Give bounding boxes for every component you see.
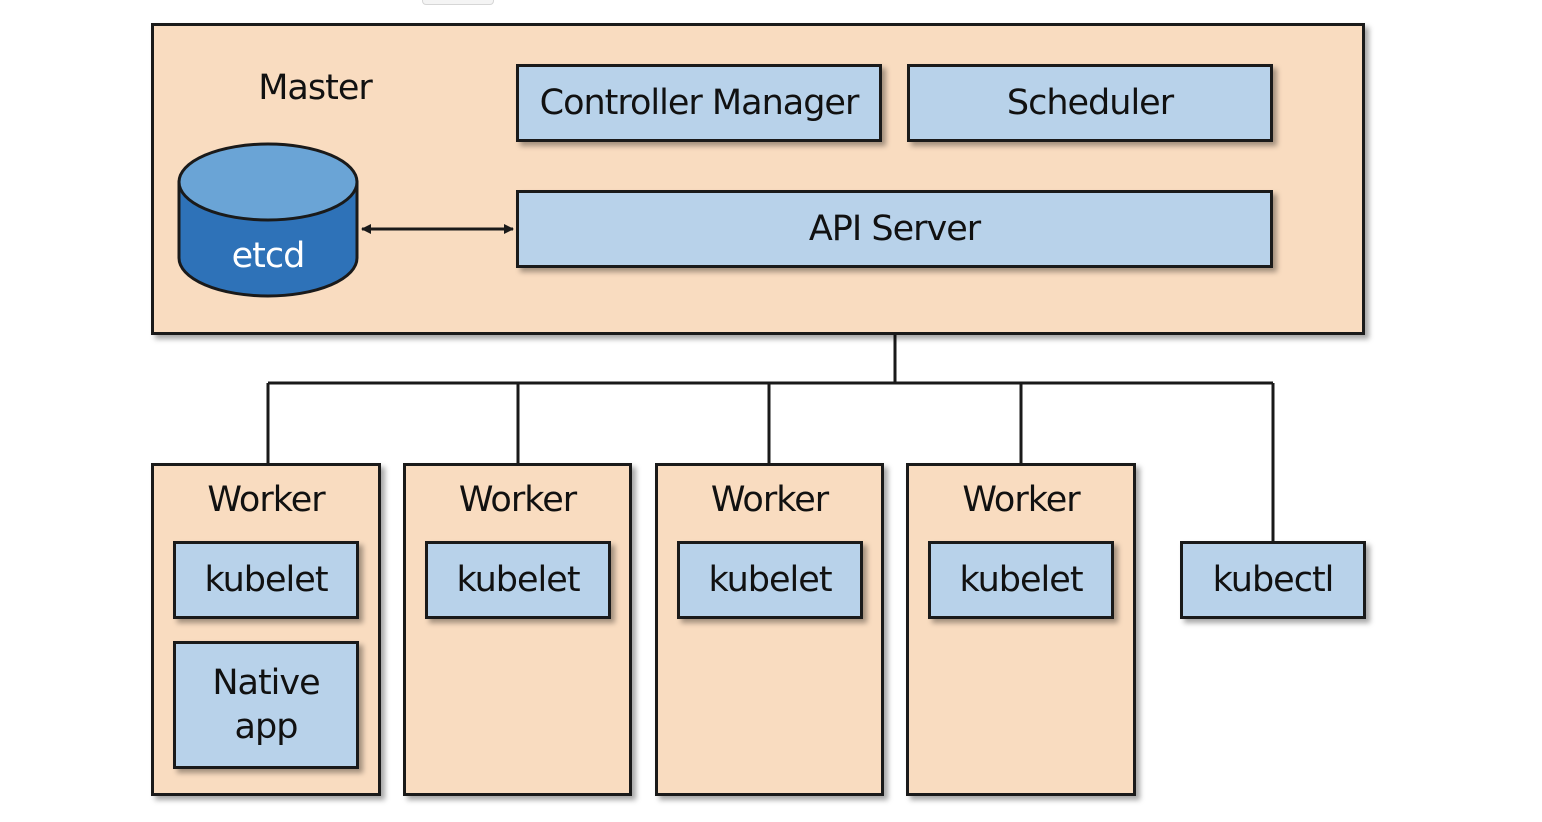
worker-title-2: Worker (458, 480, 577, 520)
worker-title-1: Worker (207, 480, 325, 520)
controller-manager-label: Controller Manager (539, 83, 860, 123)
worker-title-3: Worker (710, 480, 829, 520)
api-server-label: API Server (808, 209, 981, 249)
kubelet-label-3: kubelet (708, 560, 832, 600)
kubelet-label-1: kubelet (204, 560, 328, 600)
api-server-box: API Server (516, 190, 1273, 268)
kubectl-box: kubectl (1180, 541, 1366, 619)
scheduler-label: Scheduler (1006, 83, 1174, 123)
native-app-box: Native app (173, 641, 359, 769)
native-app-label: Native app (212, 663, 320, 747)
worker-title-4: Worker (962, 480, 1080, 520)
controller-manager-box: Controller Manager (516, 64, 882, 142)
worker-node-4 (906, 463, 1136, 796)
scheduler-box: Scheduler (907, 64, 1273, 142)
kubelet-box-4: kubelet (928, 541, 1114, 619)
kubelet-label-4: kubelet (959, 560, 1083, 600)
etcd-label: etcd (231, 236, 306, 276)
master-title: Master (258, 68, 373, 108)
kubelet-label-2: kubelet (456, 560, 580, 600)
kubelet-box-1: kubelet (173, 541, 359, 619)
kubectl-label: kubectl (1212, 560, 1335, 600)
worker-node-2 (403, 463, 632, 796)
kubelet-box-2: kubelet (425, 541, 611, 619)
worker-node-3 (655, 463, 884, 796)
top-tab-fragment (422, 0, 494, 5)
kubelet-box-3: kubelet (677, 541, 863, 619)
